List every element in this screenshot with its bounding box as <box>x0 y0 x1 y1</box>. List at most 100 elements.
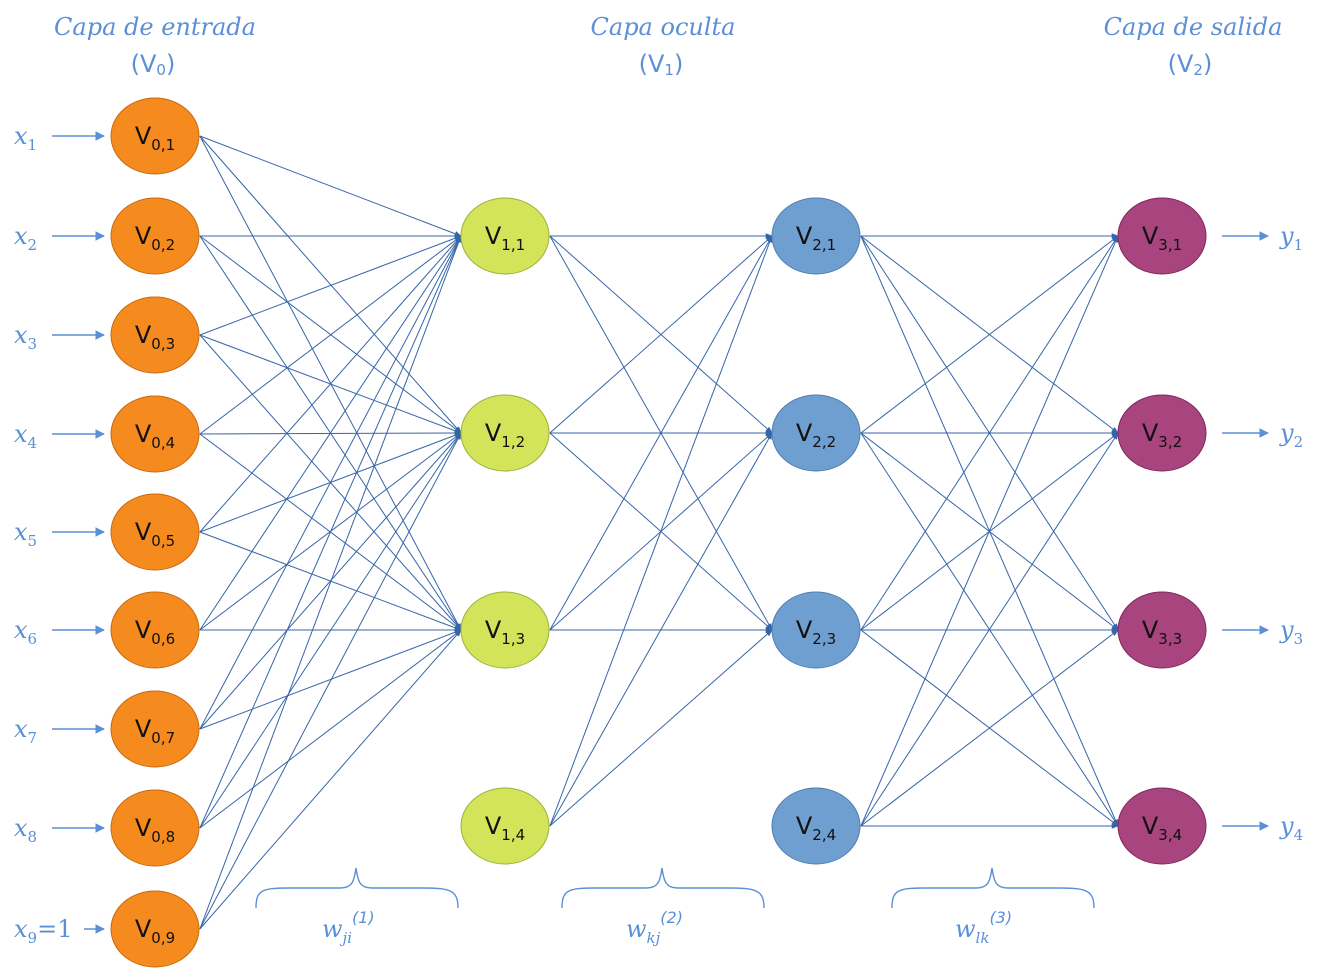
node-circle <box>460 394 550 472</box>
node-label: V0,5 <box>135 518 175 550</box>
node-circle <box>110 591 200 669</box>
node-circle <box>460 787 550 865</box>
edge-input-5-to-hidden1-1 <box>199 235 462 533</box>
node-label: V1,3 <box>485 616 525 648</box>
node-circle <box>1117 197 1207 275</box>
node-circle <box>110 789 200 867</box>
weight-brace-2 <box>561 867 765 909</box>
node-label: V0,9 <box>135 915 175 947</box>
output-label-4: y4 <box>1279 812 1303 844</box>
edge-hidden1-2-to-hidden2-1 <box>549 235 773 434</box>
node-hidden1-1: V1,1 <box>460 197 550 275</box>
node-label: V2,4 <box>796 812 836 844</box>
node-label: V0,3 <box>135 321 175 353</box>
node-label: V0,2 <box>135 222 175 254</box>
node-hidden2-2: V2,2 <box>771 394 861 472</box>
input-label-1: x1 <box>14 122 37 154</box>
weight-brace-1 <box>255 867 459 909</box>
node-circle <box>1117 591 1207 669</box>
input-label-9: x9=1 <box>14 915 72 947</box>
output-label-3: y3 <box>1279 616 1303 648</box>
edge-input-9-to-hidden1-1 <box>199 235 462 930</box>
node-hidden2-4: V2,4 <box>771 787 861 865</box>
node-input-7: V0,7 <box>110 690 200 768</box>
node-circle <box>771 197 861 275</box>
node-label: V0,1 <box>135 122 175 154</box>
edge-hidden2-4-to-output-3 <box>860 629 1119 827</box>
node-circle <box>460 197 550 275</box>
node-label: V0,4 <box>135 420 175 452</box>
edge-input-1-to-hidden1-2 <box>199 135 462 434</box>
node-input-8: V0,8 <box>110 789 200 867</box>
edge-input-7-to-hidden1-3 <box>199 629 462 730</box>
node-hidden1-4: V1,4 <box>460 787 550 865</box>
node-circle <box>110 493 200 571</box>
output-label-1: y1 <box>1279 222 1303 254</box>
edge-hidden2-4-to-output-1 <box>860 235 1119 827</box>
edge-input-7-to-hidden1-1 <box>199 235 462 730</box>
weight-brace-3 <box>891 867 1095 909</box>
node-circle <box>110 197 200 275</box>
node-label: V3,2 <box>1142 419 1182 451</box>
edge-input-4-to-hidden1-1 <box>199 235 462 435</box>
weight-label-1: wji(1) <box>322 908 375 947</box>
input-label-7: x7 <box>14 715 37 747</box>
input-label-2: x2 <box>14 222 37 254</box>
edge-input-8-to-hidden1-3 <box>199 629 462 829</box>
node-label: V0,8 <box>135 814 175 846</box>
edge-input-1-to-hidden1-3 <box>199 135 462 631</box>
edge-input-7-to-hidden1-2 <box>199 432 462 730</box>
edge-hidden1-4-to-hidden2-3 <box>549 629 773 827</box>
node-label: V0,7 <box>135 715 175 747</box>
input-layer-subtitle: (V0) <box>131 50 176 79</box>
node-hidden2-3: V2,3 <box>771 591 861 669</box>
input-label-3: x3 <box>14 321 37 353</box>
edge-input-8-to-hidden1-2 <box>199 432 462 829</box>
input-label-5: x5 <box>14 518 37 550</box>
node-circle <box>1117 394 1207 472</box>
node-hidden1-2: V1,2 <box>460 394 550 472</box>
edge-input-9-to-hidden1-3 <box>199 629 462 930</box>
node-label: V0,6 <box>135 616 175 648</box>
node-label: V1,2 <box>485 419 525 451</box>
node-output-2: V3,2 <box>1117 394 1207 472</box>
node-output-1: V3,1 <box>1117 197 1207 275</box>
node-circle <box>771 394 861 472</box>
input-layer-title: Capa de entrada <box>54 13 256 41</box>
node-input-6: V0,6 <box>110 591 200 669</box>
node-circle <box>110 97 200 175</box>
node-label: V3,3 <box>1142 616 1182 648</box>
node-output-4: V3,4 <box>1117 787 1207 865</box>
edge-hidden1-4-to-hidden2-2 <box>549 432 773 827</box>
output-layer-subtitle: (V2) <box>1168 50 1213 79</box>
input-label-4: x4 <box>14 420 37 452</box>
edge-input-9-to-hidden1-2 <box>199 432 462 930</box>
node-circle <box>110 296 200 374</box>
node-input-5: V0,5 <box>110 493 200 571</box>
input-label-8: x8 <box>14 814 37 846</box>
node-label: V2,2 <box>796 419 836 451</box>
edge-input-1-to-hidden1-1 <box>199 135 462 237</box>
node-circle <box>771 787 861 865</box>
node-hidden2-1: V2,1 <box>771 197 861 275</box>
node-input-4: V0,4 <box>110 395 200 473</box>
edge-hidden2-3-to-output-1 <box>860 235 1119 631</box>
network-nodes: V0,1V0,2V0,3V0,4V0,5V0,6V0,7V0,8V0,9 V1,1… <box>110 97 1207 968</box>
weight-label-2: wkj(2) <box>626 908 683 947</box>
node-label: V2,1 <box>796 222 836 254</box>
node-circle <box>771 591 861 669</box>
node-circle <box>110 890 200 968</box>
node-input-3: V0,3 <box>110 296 200 374</box>
edge-hidden1-3-to-hidden2-1 <box>549 235 773 631</box>
node-circle <box>110 395 200 473</box>
node-label: V1,1 <box>485 222 525 254</box>
node-output-3: V3,3 <box>1117 591 1207 669</box>
hidden-layer-subtitle: (V1) <box>639 50 684 79</box>
edge-input-6-to-hidden1-1 <box>199 235 462 631</box>
node-input-9: V0,9 <box>110 890 200 968</box>
node-label: V3,4 <box>1142 812 1182 844</box>
edge-hidden2-2-to-output-1 <box>860 235 1119 434</box>
node-input-1: V0,1 <box>110 97 200 175</box>
